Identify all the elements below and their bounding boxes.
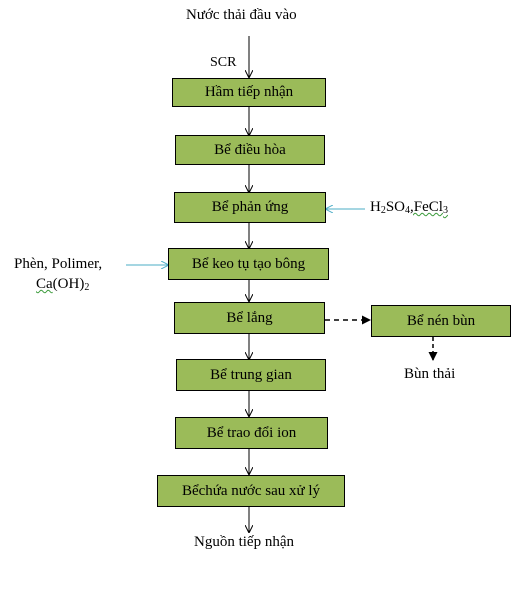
output-label: Nguồn tiếp nhận xyxy=(194,534,294,550)
scr-label: SCR xyxy=(210,55,237,70)
step-box-lang: Bể lắng xyxy=(174,302,325,334)
step-box-phan-ung: Bể phản ứng xyxy=(174,192,326,223)
chem-reaction-label: H2SO4,FeCl3 xyxy=(370,199,448,216)
step-box-keo-tu: Bể keo tụ tạo bông xyxy=(168,248,329,280)
chem-h-sub: 2 xyxy=(380,205,386,216)
step-box-tiep-nhan: Hầm tiếp nhận xyxy=(172,78,326,107)
chem-so-sub: 4 xyxy=(405,205,411,216)
sludge-out-label: Bùn thải xyxy=(404,366,456,382)
step-box-dieu-hoa: Bể điều hòa xyxy=(175,135,325,165)
chem-fecl-sub: 3 xyxy=(442,205,448,216)
chem-so: SO xyxy=(385,199,406,215)
chem-h: H xyxy=(370,199,381,215)
sludge-box: Bể nén bùn xyxy=(371,305,511,337)
chem-oh: (OH) xyxy=(52,276,85,292)
chem-coag-line1: Phèn, Polimer, xyxy=(14,256,103,272)
chem-oh-sub: 2 xyxy=(84,282,90,293)
chem-fecl: ,FeCl xyxy=(410,199,443,215)
input-label: Nước thải đầu vào xyxy=(186,7,297,23)
chem-ca: Ca xyxy=(36,276,53,292)
step-box-trao-doi-ion: Bể trao đổi ion xyxy=(175,417,328,449)
chem-coag-line2: Ca(OH)2 xyxy=(36,276,89,293)
step-box-chua-nuoc: Bểchứa nước sau xử lý xyxy=(157,475,345,507)
step-box-trung-gian: Bể trung gian xyxy=(176,359,326,391)
